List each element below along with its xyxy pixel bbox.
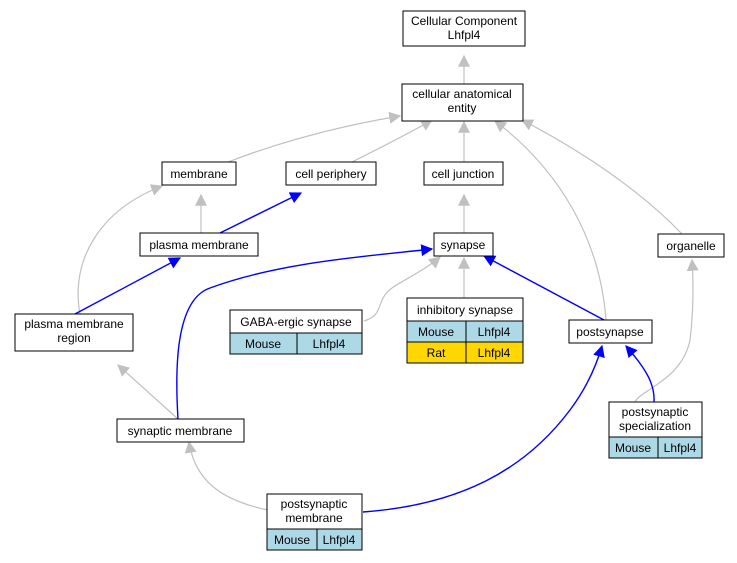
node-cell-junction-label: cell junction [432,167,495,181]
edge-postsynaptic-membrane-to-synaptic-membrane [184,440,269,511]
inhibitory-row1-gene: Lhfpl4 [478,325,511,339]
node-organelle[interactable]: organelle [657,233,725,258]
node-specialization-line2: specialization [619,419,691,433]
node-membrane[interactable]: membrane [161,161,237,186]
edge-postsynaptic-membrane-to-postsynapse [362,344,605,513]
node-root-gene: Lhfpl4 [448,28,481,42]
edge-synaptic-membrane-to-synapse [176,244,434,420]
edge-specialization-to-organelle [634,258,699,403]
edge-postsynapse-to-entity [494,120,607,321]
postsynaptic-membrane-species: Mouse [274,533,310,547]
node-membrane-label: membrane [170,167,228,181]
edge-membrane-to-entity [227,111,402,163]
node-inhibitory-label: inhibitory synapse [417,303,513,317]
node-organelle-label: organelle [666,239,716,253]
inhibitory-row1-species: Mouse [418,325,454,339]
node-cell-junction[interactable]: cell junction [423,161,504,186]
gaba-gene: Lhfpl4 [313,337,346,351]
specialization-gene: Lhfpl4 [664,441,697,455]
edge-pm-region-to-plasma-membrane [74,257,182,315]
postsynaptic-membrane-gene-cell [316,528,363,551]
node-plasma-membrane[interactable]: plasma membrane [139,232,259,257]
node-postsynaptic-specialization[interactable]: postsynaptic specialization Mouse Lhfpl4 [608,401,703,459]
node-synaptic-membrane[interactable]: synaptic membrane [116,418,245,443]
node-pm-region-line2: region [57,331,90,345]
edge-pm-region-to-membrane [77,184,164,315]
edge-synaptic-membrane-to-pm-region [117,364,179,420]
specialization-species: Mouse [615,441,651,455]
node-root[interactable]: Cellular Component Lhfpl4 [402,10,526,47]
inhibitory-row2-gene-cell [465,341,524,364]
inhibitory-row2-gene: Lhfpl4 [478,346,511,360]
node-root-title: Cellular Component [411,14,518,28]
specialization-gene-cell [657,436,703,459]
inhibitory-row2-species: Rat [427,346,446,360]
node-postsynapse-label: postsynapse [576,325,644,339]
node-plasma-membrane-region[interactable]: plasma membrane region [14,313,134,352]
node-entity-line2: entity [448,101,477,115]
edges [74,54,699,513]
node-cellular-anatomical-entity[interactable]: cellular anatomical entity [401,83,524,122]
node-specialization-line1: postsynaptic [622,405,689,419]
node-synapse[interactable]: synapse [433,232,494,257]
node-synaptic-membrane-label: synaptic membrane [128,424,233,438]
node-plasma-membrane-label: plasma membrane [149,238,249,252]
node-inhibitory-synapse[interactable]: inhibitory synapse Mouse Lhfpl4 Rat Lhfp… [406,297,524,364]
edge-cell-periphery-to-entity [351,119,434,163]
node-postsynaptic-membrane[interactable]: postsynaptic membrane Mouse Lhfpl4 [266,493,363,551]
node-cell-periphery-label: cell periphery [295,167,366,181]
edge-specialization-to-postsynapse [625,345,655,403]
node-pm-region-line1: plasma membrane [24,317,124,331]
edge-gaba-to-synapse [363,256,441,322]
node-cell-periphery[interactable]: cell periphery [285,161,377,186]
gaba-gene-cell [296,332,363,355]
edge-organelle-to-entity [520,119,683,235]
edge-plasma-membrane-to-cell-periphery [219,192,303,234]
node-gaba-ergic-synapse[interactable]: GABA-ergic synapse Mouse Lhfpl4 [229,309,363,355]
node-postsynaptic-membrane-line2: membrane [285,511,343,525]
gaba-species: Mouse [245,337,281,351]
node-entity-line1: cellular anatomical [412,87,511,101]
node-synapse-label: synapse [441,238,486,252]
postsynaptic-membrane-gene: Lhfpl4 [323,533,356,547]
node-postsynapse[interactable]: postsynapse [568,319,653,344]
node-postsynaptic-membrane-line1: postsynaptic [281,497,348,511]
edge-postsynapse-to-synapse [482,255,605,321]
node-gaba-label: GABA-ergic synapse [240,315,352,329]
